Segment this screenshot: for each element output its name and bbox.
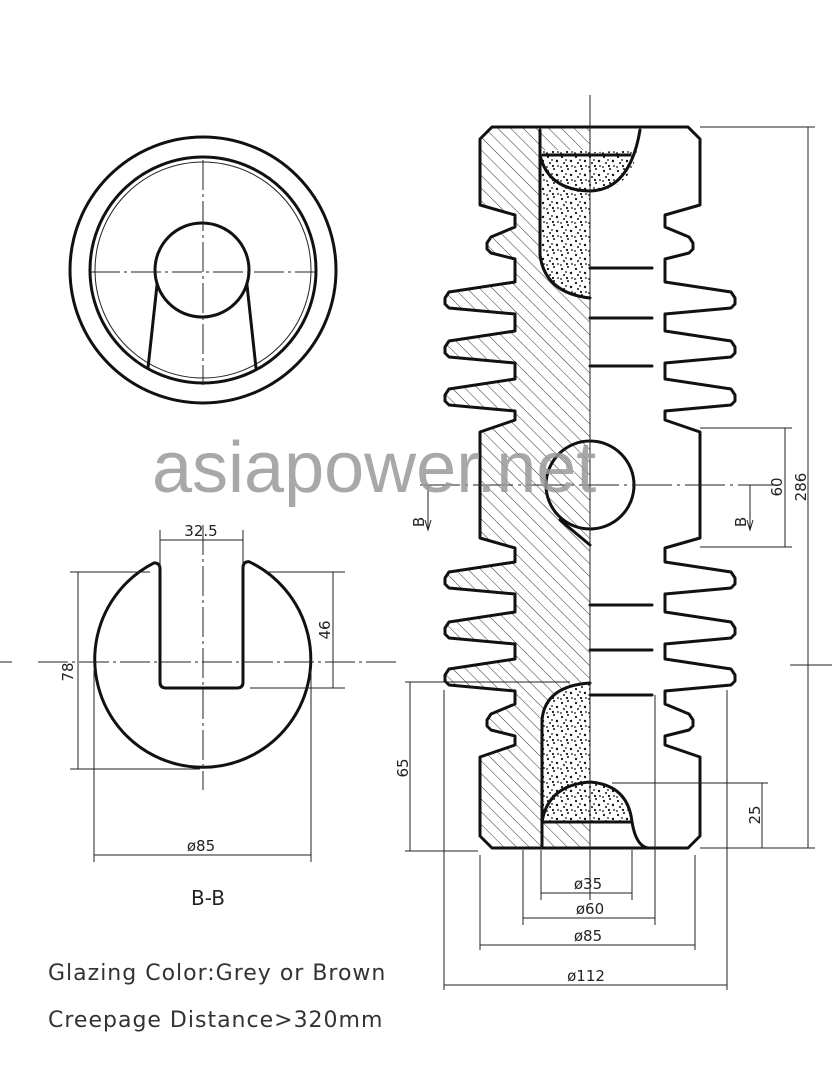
section-mark-right: B: [732, 517, 750, 527]
bottom-cavity-fill: [542, 782, 632, 822]
dim-diameter-60: ø60: [576, 900, 604, 918]
slot-edge-left: [146, 283, 159, 370]
slot-edge-right: [245, 283, 258, 370]
section-bb-shape: [93, 560, 313, 769]
elevation-view: B B 60 286 65 25 ø35 ø60 ø85 ø112: [394, 95, 832, 990]
dim-total-height: 286: [792, 473, 810, 502]
section-caption: B-B: [191, 886, 225, 910]
section-bb: 32.5 46 78 ø85 B-B: [0, 522, 400, 910]
dim-height: 78: [59, 662, 77, 681]
dim-slot-depth: 46: [316, 620, 334, 639]
hole-circle: [153, 221, 251, 319]
dim-diameter-112: ø112: [567, 967, 605, 985]
dim-diameter-35: ø35: [574, 875, 602, 893]
note-creepage: Creepage Distance>320mm: [48, 1008, 383, 1033]
insulator-outline: [443, 125, 737, 850]
hatched-section: [445, 127, 590, 848]
top-view: [68, 135, 338, 405]
dim-diameter: ø85: [187, 837, 215, 855]
dim-hole: 60: [768, 477, 786, 496]
outer-circle: [68, 135, 338, 405]
watermark: asiapower.net: [152, 428, 596, 508]
note-glazing: Glazing Color:Grey or Brown: [48, 961, 386, 986]
dim-bottom-depth: 65: [394, 758, 412, 777]
dim-cavity-depth: 25: [746, 805, 764, 824]
section-mark-left: B: [410, 517, 428, 527]
top-cavity-fill: [540, 150, 637, 192]
dim-diameter-85: ø85: [574, 927, 602, 945]
dim-slot-width: 32.5: [184, 522, 217, 540]
